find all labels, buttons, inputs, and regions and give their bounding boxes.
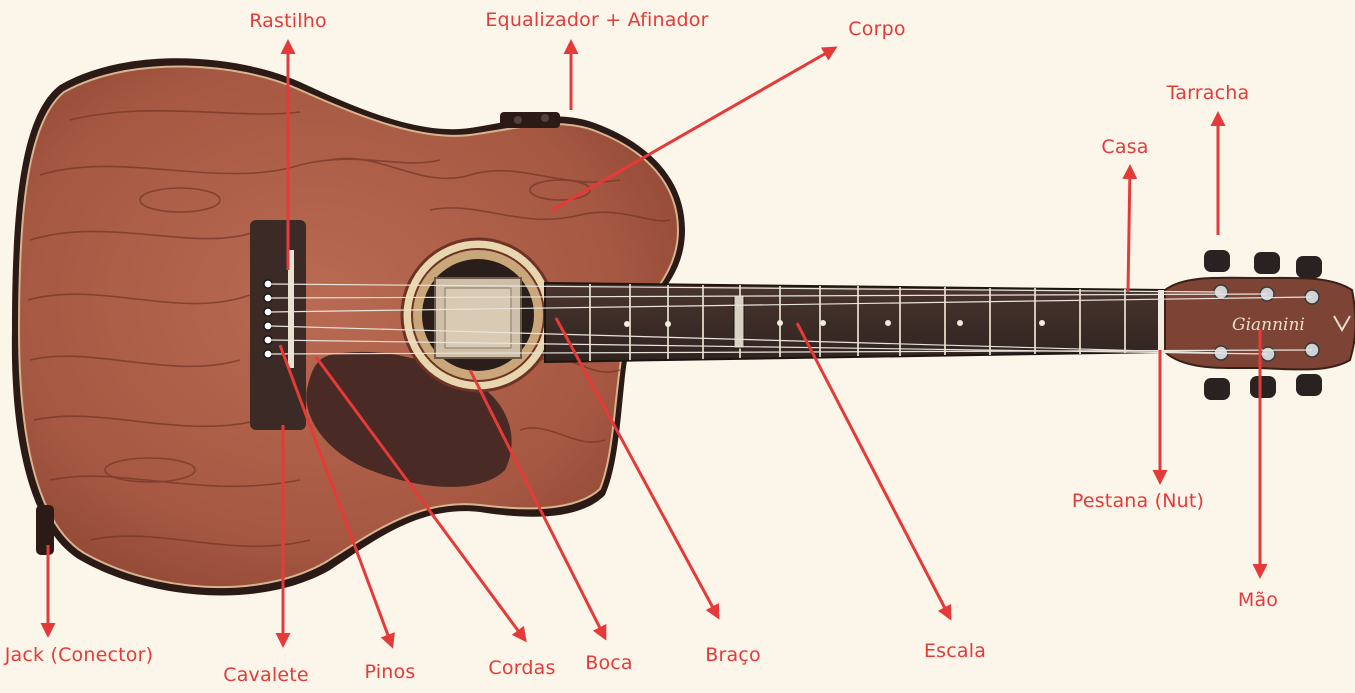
- label-boca: Boca: [585, 652, 633, 674]
- label-braco: Braço: [705, 644, 761, 666]
- label-corpo: Corpo: [848, 18, 906, 40]
- label-escala: Escala: [923, 640, 987, 662]
- label-cordas: Cordas: [488, 657, 556, 679]
- label-rastilho: Rastilho: [249, 10, 327, 32]
- arrow-boca: [468, 369, 607, 641]
- label-equalizador: Equalizador + Afinador: [485, 9, 709, 31]
- arrow-cordas: [314, 356, 527, 643]
- arrow-casa: [1122, 164, 1138, 293]
- label-casa: Casa: [1101, 136, 1149, 158]
- arrow-pinos: [278, 344, 395, 649]
- neck: [544, 281, 1166, 364]
- soundhole: [400, 237, 556, 393]
- arrow-corpo: [551, 46, 838, 212]
- bridge: [250, 220, 306, 430]
- brand-logo: Giannini: [1232, 315, 1305, 335]
- arrow-braco: [554, 317, 720, 620]
- label-jack: Jack (Conector): [4, 644, 154, 666]
- strings: [269, 283, 1313, 355]
- label-mao: Mão: [1237, 589, 1279, 611]
- label-pestana: Pestana (Nut): [1071, 490, 1205, 512]
- label-tarracha: Tarracha: [1166, 82, 1250, 104]
- label-pinos: Pinos: [364, 661, 416, 683]
- label-cavalete: Cavalete: [223, 664, 309, 686]
- arrow-escala: [795, 322, 952, 621]
